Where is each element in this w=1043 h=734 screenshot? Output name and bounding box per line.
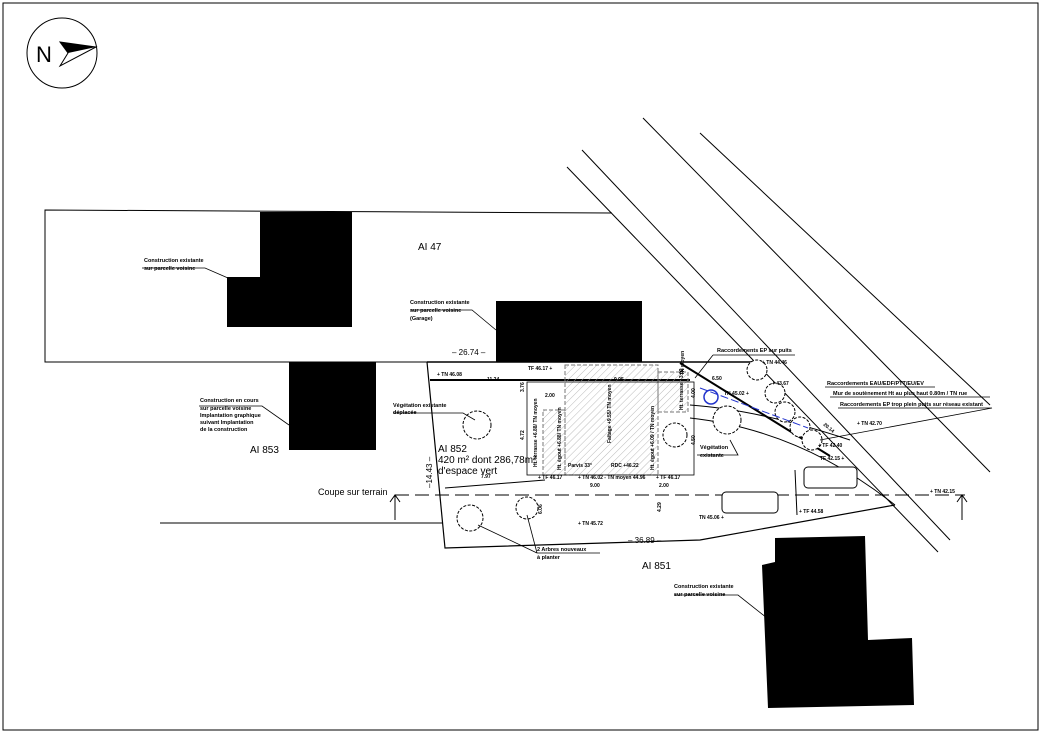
plan-text: sur parcelle voisine xyxy=(144,266,195,272)
plan-text: à planter xyxy=(537,555,561,561)
tree-icon xyxy=(515,496,539,520)
tree-icon xyxy=(746,359,768,381)
parcel-label-ai852: AI 852 xyxy=(438,444,467,455)
plan-text: Végétation existante xyxy=(393,403,447,409)
plan-text: 6.06 xyxy=(538,504,544,514)
plan-text: TN moyen xyxy=(680,351,686,375)
plan-text: TF 46.17 + xyxy=(528,366,552,372)
plan-text: 4.50 xyxy=(691,435,697,445)
plan-text: 2.00 xyxy=(545,393,555,399)
parcel-label-ai851: AI 851 xyxy=(642,561,671,572)
plan-text: 4.00 xyxy=(691,388,697,398)
plan-text: + TN 45.72 xyxy=(578,521,603,527)
plan-text: Raccordements EP trop plein puits sur ré… xyxy=(840,402,983,408)
tree-icon xyxy=(662,422,688,448)
plan-text: + TF 44.58 xyxy=(799,509,824,515)
existing-building-bottom-right xyxy=(762,536,914,708)
parcel-ai852-outline xyxy=(426,361,896,549)
plan-text: Coupe sur terrain xyxy=(318,487,388,497)
plan-text: 6.50 xyxy=(712,376,722,382)
parcel-label-ai47: AI 47 xyxy=(418,242,442,253)
plan-text: 11.24 xyxy=(487,377,499,383)
tree-icon xyxy=(774,401,796,423)
parcel-area: 420 m² dont 286,78m² xyxy=(438,455,537,466)
proposed-building xyxy=(526,364,695,476)
tree-icon xyxy=(764,382,786,404)
well-icon xyxy=(703,389,719,405)
plan-text: + TN 42.70 xyxy=(857,421,882,427)
north-arrow-icon: N xyxy=(26,17,98,89)
plan-text: suivant Implantation xyxy=(200,420,254,426)
plan-text: sur parcelle voisine xyxy=(200,406,251,412)
tree-icon xyxy=(462,410,492,440)
plan-text: Parvis 33° xyxy=(568,463,592,469)
plan-text: + TN 44.46 xyxy=(762,360,787,366)
existing-garage xyxy=(496,301,642,362)
plan-text: + TN 46.02 - TN moyen 44.96 xyxy=(578,475,646,481)
plan-text: + TN 46.07 xyxy=(549,357,574,363)
plan-text: Implantation graphique xyxy=(200,413,261,419)
plan-text: Construction existante xyxy=(144,258,204,264)
parcel-green-space: d'espace vert xyxy=(438,466,497,477)
plan-text: Mur de soutènement Ht au plus haut 0.80m… xyxy=(833,391,967,397)
plan-text: 4.72 xyxy=(520,430,526,440)
leader-lines xyxy=(142,267,993,619)
plan-text: Raccordements EP sur puits xyxy=(717,348,792,354)
levels: + TN 46.07 + TN 46.08 TF 46.17 + + TF 46… xyxy=(437,351,955,527)
section-line xyxy=(389,494,968,520)
plan-text: 4.29 xyxy=(657,502,663,512)
plan-text: + TF 46.17 xyxy=(656,475,681,481)
plan-text: TF 42.15 + xyxy=(820,456,844,462)
plan-text: existante xyxy=(700,453,724,459)
plan-text: + TF 42.40 xyxy=(818,443,843,449)
plan-text: sur parcelle voisine xyxy=(410,308,461,314)
tree-icon xyxy=(456,504,484,532)
building-in-progress xyxy=(289,362,376,450)
plan-text: Construction en cours xyxy=(200,398,259,404)
plan-text: TN 45.02 + xyxy=(724,391,749,397)
plan-text: Construction existante xyxy=(674,584,734,590)
boundary-line xyxy=(444,479,546,489)
plan-text: Construction existante xyxy=(410,300,470,306)
existing-building-top xyxy=(227,212,352,327)
plan-text: 9.00 xyxy=(590,483,600,489)
plan-text: + TF 46.17 xyxy=(538,475,563,481)
plan-text: Ht. terrasse +6.88/ TN moyen xyxy=(533,398,539,467)
plan-text: 3.76 xyxy=(520,382,526,392)
plan-text: sur parcelle voisine xyxy=(674,592,725,598)
plan-text: –14.43 – xyxy=(425,456,434,488)
plan-text: Raccordements EAU/EDF/PTT/EU/EV xyxy=(827,381,924,387)
plan-text: Faîtage +9.55/ TN moyen xyxy=(607,385,613,444)
plan-text: – 26.74 – xyxy=(452,348,486,357)
plan-text: Végétation xyxy=(700,445,729,451)
plan-text: RDC +46.22 xyxy=(611,463,639,469)
plan-text: + TN 42.15 xyxy=(930,489,955,495)
plan-text: déplacée xyxy=(393,410,417,416)
plan-text: Ht. terrasse +3.02 xyxy=(679,368,685,410)
network-line xyxy=(699,387,809,429)
plan-text: – 36.89 – xyxy=(628,536,662,545)
car-icon xyxy=(721,491,779,514)
tree-icon xyxy=(789,416,811,438)
north-letter: N xyxy=(36,42,52,67)
plan-text: + TN 46.08 xyxy=(437,372,462,378)
plan-text: 2.00 xyxy=(659,483,669,489)
road-lines xyxy=(566,117,991,553)
trees xyxy=(456,359,823,532)
plan-text: 2 Arbres nouveaux xyxy=(537,547,587,553)
plan-text: 9.05 xyxy=(614,377,624,383)
parcel-label-ai853: AI 853 xyxy=(250,445,279,456)
driveway-edge xyxy=(794,469,798,516)
plan-text: TN 45.06 + xyxy=(699,515,724,521)
plan-text: de la construction xyxy=(200,427,248,433)
tree-icon xyxy=(712,405,742,435)
plan-text: 7.97 xyxy=(481,474,491,480)
plan-text: Ht. égout +6.88/ TN moyen xyxy=(557,407,563,470)
plan-text: (Garage) xyxy=(410,316,433,322)
plan-text: + 43.67 xyxy=(772,381,789,387)
annotations: Construction existante sur parcelle vois… xyxy=(144,258,983,598)
plan-text: Ht. égout +6.09 / TN moyen xyxy=(650,406,656,470)
car-icon xyxy=(803,466,858,489)
